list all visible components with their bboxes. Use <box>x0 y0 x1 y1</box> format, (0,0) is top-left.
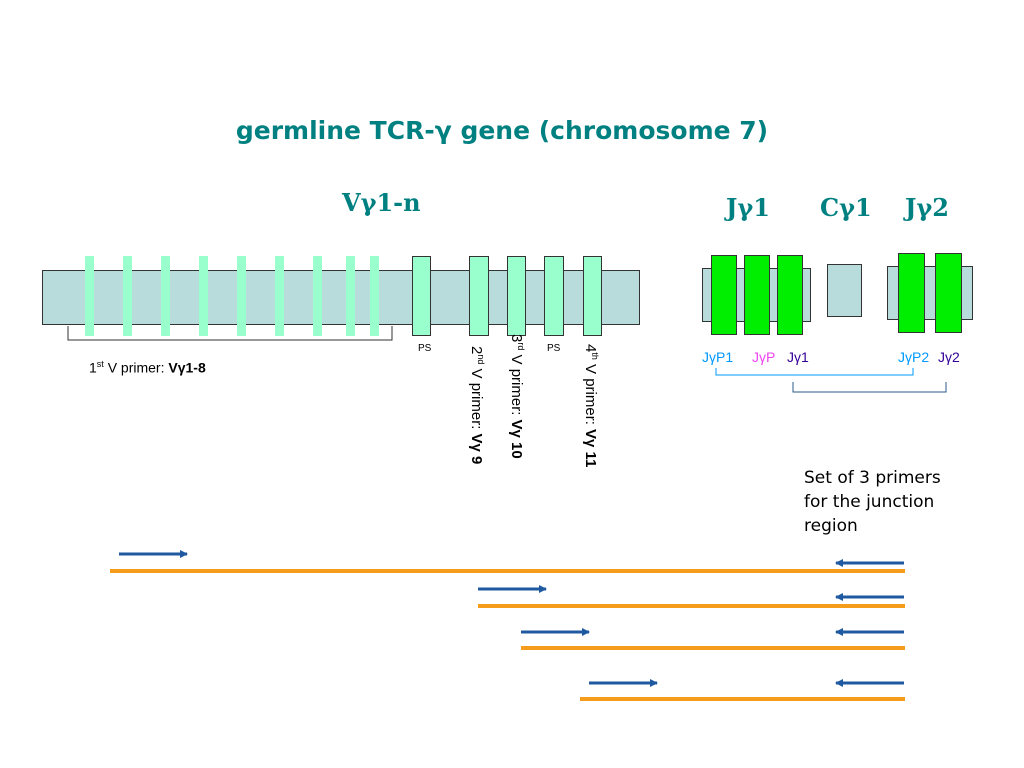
junction-note-line: Set of 3 primers <box>804 468 941 488</box>
v-segment <box>161 256 170 336</box>
j-segment-jgp <box>744 255 770 335</box>
pseudogene-segment <box>412 256 431 336</box>
v-segment <box>237 256 246 336</box>
j-segment-jgp2 <box>898 253 925 333</box>
jg2-label: Jγ2 <box>938 349 960 365</box>
v-segment <box>370 256 379 336</box>
pcr-product-2 <box>478 604 905 608</box>
v-segment <box>123 256 132 336</box>
v-group-label: Vγ1-n <box>342 188 421 217</box>
primer-1-label: 1st V primer: Vγ1-8 <box>89 359 206 376</box>
jgp-label: JγP <box>752 349 776 365</box>
pcr-product-3 <box>521 646 905 650</box>
j-segment-jg1 <box>777 255 803 335</box>
v-segment <box>346 256 355 336</box>
junction-note: Set of 3 primers for the junction region <box>804 466 941 538</box>
j-segment-jgp1 <box>711 255 737 335</box>
jgp1-label: JγP1 <box>702 349 734 365</box>
v9-segment <box>469 256 489 336</box>
j-bracket-1 <box>715 368 914 376</box>
pcr-product-4 <box>580 697 905 701</box>
j-segment-jg2 <box>935 253 962 333</box>
diagram-title: germline TCR-γ gene (chromosome 7) <box>235 116 769 145</box>
v-region-backbone <box>42 270 640 325</box>
v11-segment <box>583 256 602 336</box>
c1-segment <box>827 264 862 317</box>
j-bracket-2 <box>792 382 947 393</box>
v-segment <box>85 256 94 336</box>
j2-group-label: Jγ2 <box>905 193 949 222</box>
junction-note-line: for the junction <box>804 492 935 512</box>
jg1-label: Jγ1 <box>787 349 809 365</box>
v10-segment <box>507 256 526 336</box>
ps-label: PS <box>418 343 432 354</box>
c1-group-label: Cγ1 <box>820 193 872 222</box>
ps-label: PS <box>547 343 561 354</box>
junction-note-line: region <box>804 516 858 536</box>
v-segment <box>199 256 208 336</box>
j1-group-label: Jγ1 <box>726 193 770 222</box>
jgp2-label: JγP2 <box>898 349 930 365</box>
v-segment <box>275 256 284 336</box>
v-segment <box>313 256 322 336</box>
v1-8-bracket <box>67 326 393 341</box>
pcr-product-1 <box>110 569 905 573</box>
pseudogene-segment <box>544 256 564 336</box>
